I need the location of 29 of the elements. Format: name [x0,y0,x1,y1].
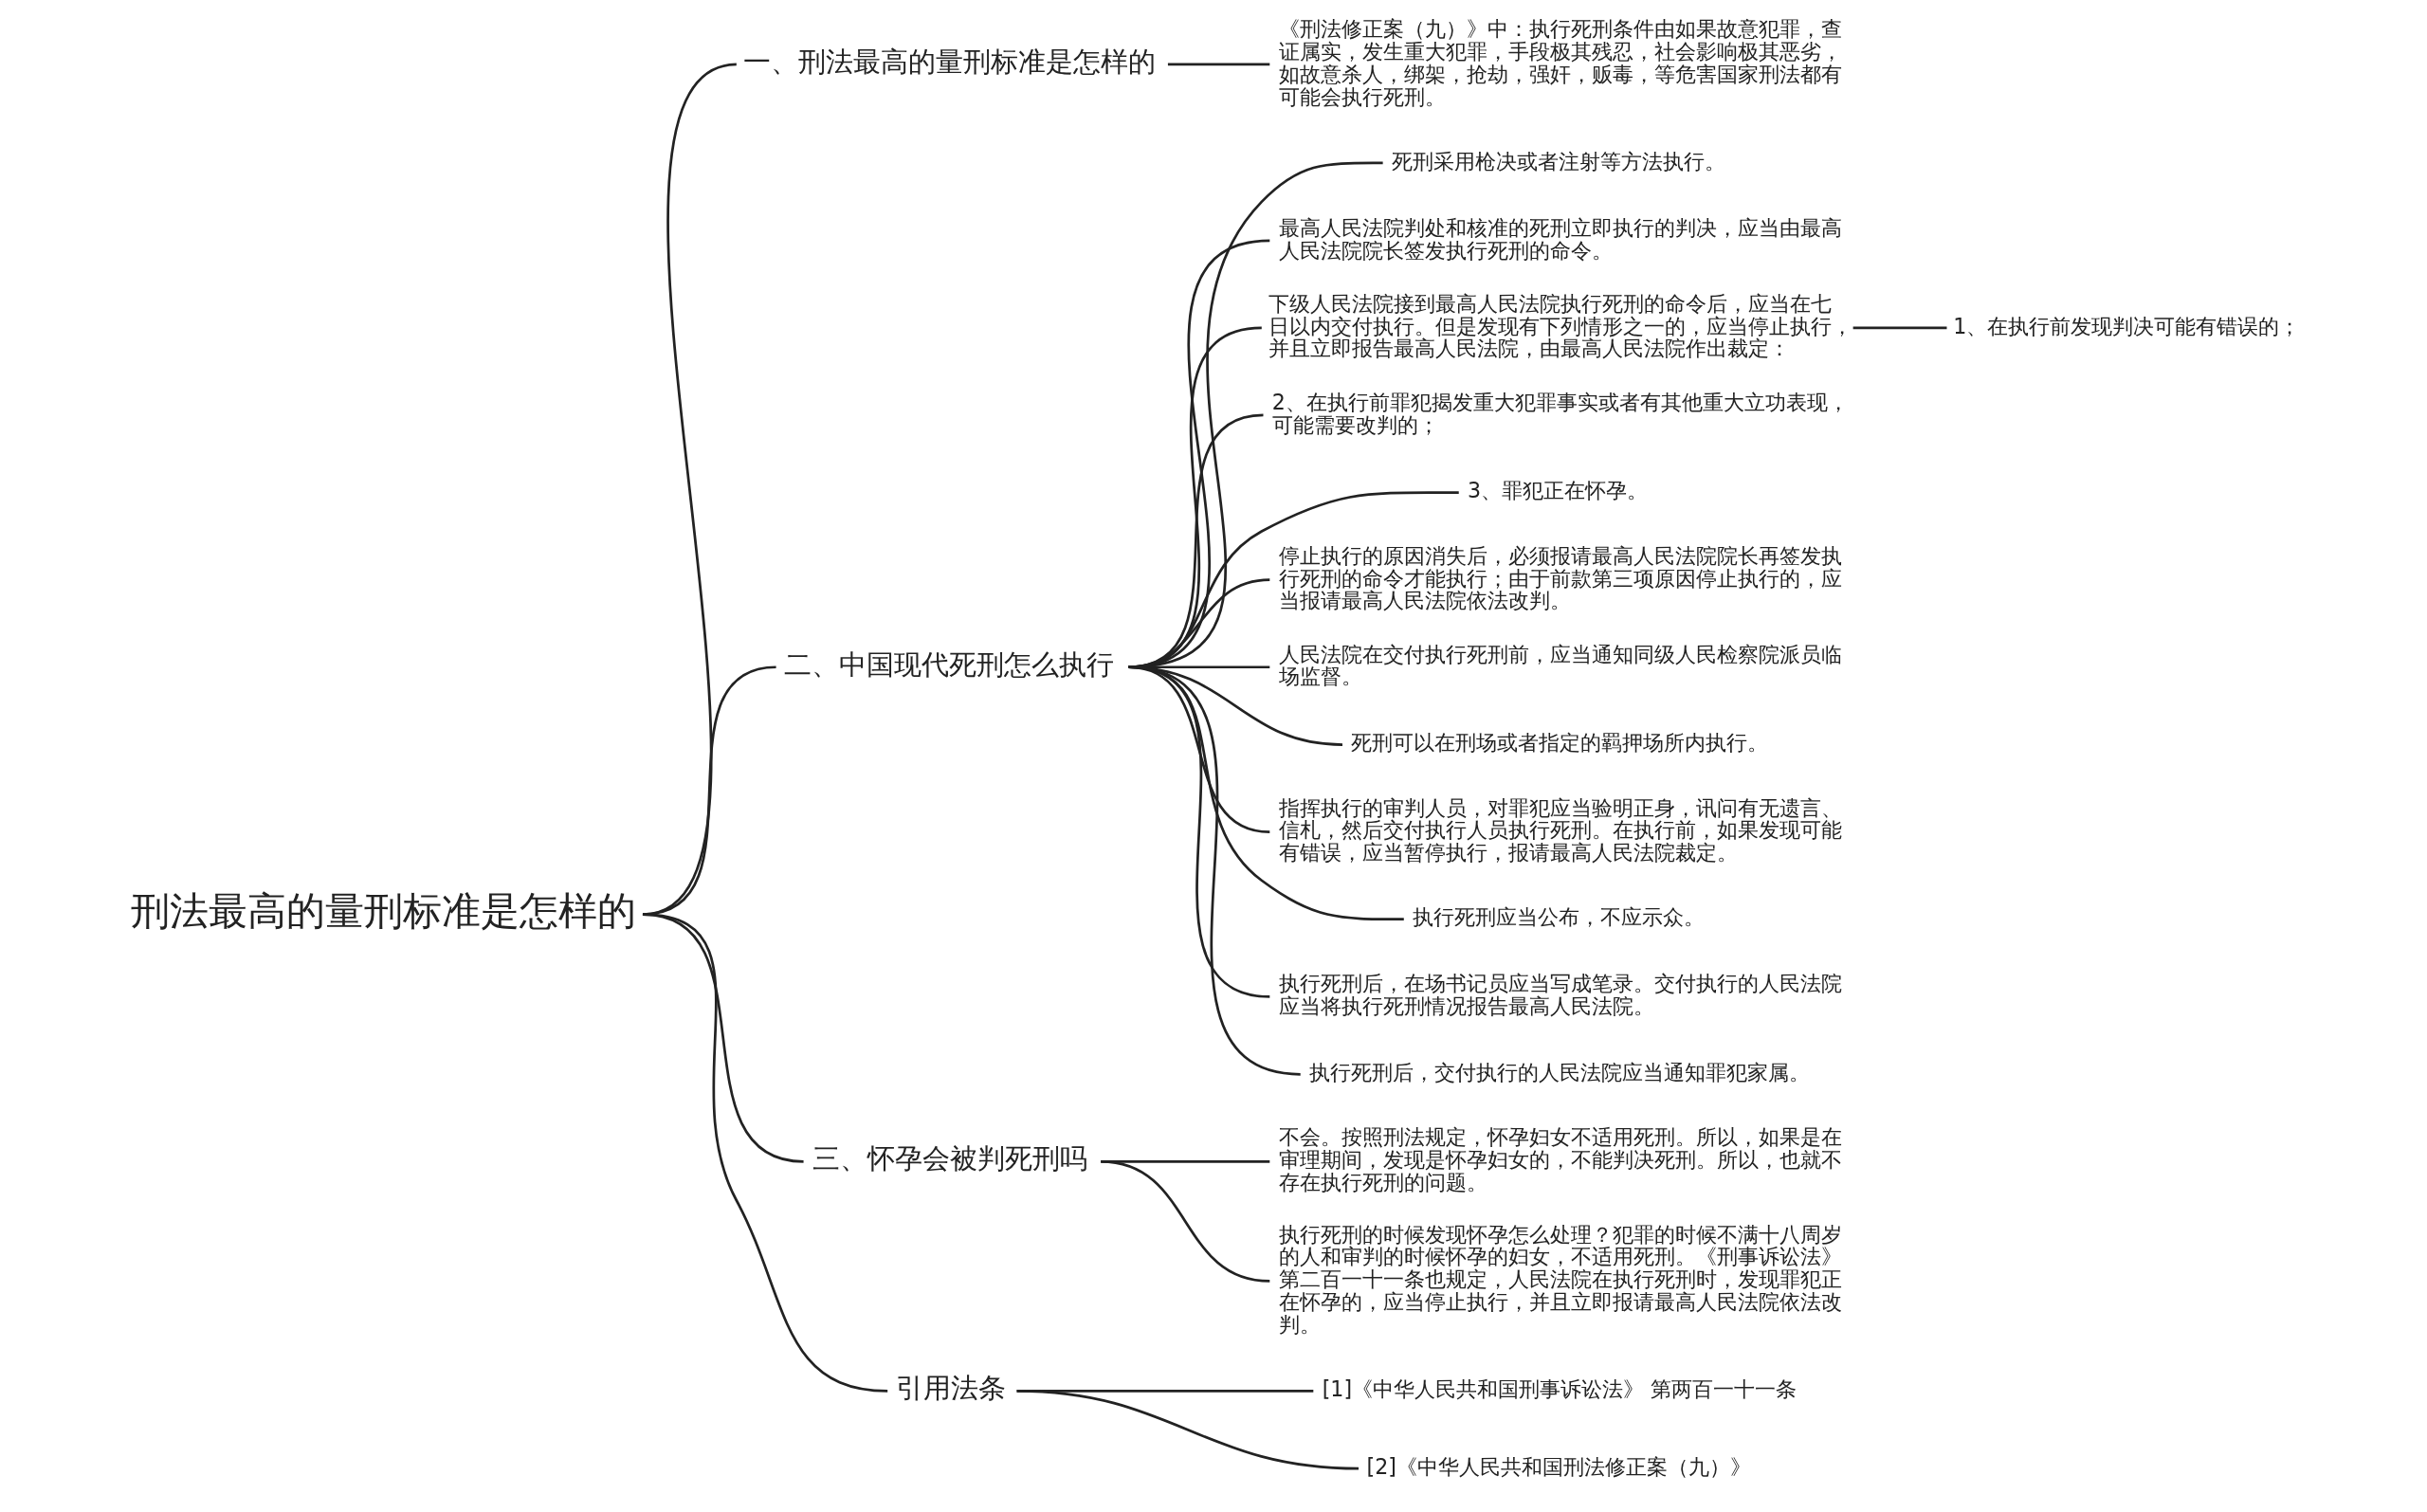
node-text: 不会。按照刑法规定，怀孕妇女不适用死刑。所以，如果是在审理期间，发现是怀孕妇女的，不能判决死刑。所以，也就不存在执行死刑的问题。 [1278,1124,1842,1194]
node-text: 1、在执行前发现判决可能有错误的； [1952,313,2300,338]
node-text: 三、怀孕会被判死刑吗 [812,1142,1087,1175]
node-text: 2、在执行前罪犯揭发重大犯罪事实或者有其他重大立功表现，可能需要改判的； [1271,389,1849,437]
node-text: 停止执行的原因消失后，必须报请最高人民法院院长再签发执行死刑的命令才能执行；由于前款第三项原因停止执行的，应当报请最高人民法院依法改判。 [1278,542,1842,613]
node-text: 死刑可以在刑场或者指定的羁押场所内执行。 [1350,730,1768,756]
connector [642,913,887,1393]
node-text: 执行死刑后，交付执行的人民法院应当通知罪犯家属。 [1308,1060,1810,1085]
connector [1016,1390,1359,1470]
node-text: [1]《中华人民共和国刑事诉讼法》 第两百一十一条 [1322,1376,1797,1402]
node-text: [2]《中华人民共和国刑法修正案（九）》 [1366,1453,1751,1479]
node-text: 执行死刑后，在场书记员应当写成笔录。交付执行的人民法院应当将执行死刑情况报告最高人民法院。 [1278,971,1842,1019]
node-text: 最高人民法院判处和核准的死刑立即执行的判决，应当由最高人民法院院长签发执行死刑的命令。 [1278,214,1842,263]
node-text: 执行死刑应当公布，不应示众。 [1412,904,1705,930]
node-text: 指挥执行的审判人员，对罪犯应当验明正身，讯问有无遗言、信札，然后交付执行人员执行死刑。在执行前，如果发现可能有错误，应当暂停执行，报请最高人民法院裁定。 [1278,794,1842,865]
node-text: 下级人民法院接到最高人民法院执行死刑的命令后，应当在七日以内交付执行。但是发现有下列情形之一的，应当停止执行，并且立即报告最高人民法院，由最高人民法院作出裁定： [1268,290,1852,361]
connector [1127,665,1301,1076]
node-text: 死刑采用枪决或者注射等方法执行。 [1391,148,1725,173]
connector [1100,1159,1269,1283]
node-text: 引用法条 [895,1372,1006,1405]
node-text: 人民法院在交付执行死刑前，应当通知同级人民检察院派员临场监督。 [1278,641,1842,689]
connector [1167,63,1269,66]
node-text: 执行死刑的时候发现怀孕怎么处理？犯罪的时候不满十八周岁的人和审判的时候怀孕的妇女，不适用死刑。《刑事诉讼法》第二百一十一条也规定，人民法院在执行死刑时，发现罪犯正在怀孕的，应当停止执行，并且立即报请最高人民法院依法改判。 [1278,1221,1842,1337]
node-text: 刑法最高的量刑标准是怎样的 [130,888,636,935]
node-text: 一、刑法最高的量刑标准是怎样的 [742,45,1156,78]
connector [1852,326,1946,330]
node-text: 二、中国现代死刑怎么执行 [783,647,1114,681]
node-text: 3、罪犯正在怀孕。 [1467,478,1648,503]
node-text: 《刑法修正案（九）》中：执行死刑条件由如果故意犯罪，查证属实，发生重大犯罪，手段极其残忍，社会影响极其恶劣，如故意杀人，绑架，抢劫，强奸，贩毒，等危害国家刑法都有可能会执行死刑。 [1278,15,1842,109]
